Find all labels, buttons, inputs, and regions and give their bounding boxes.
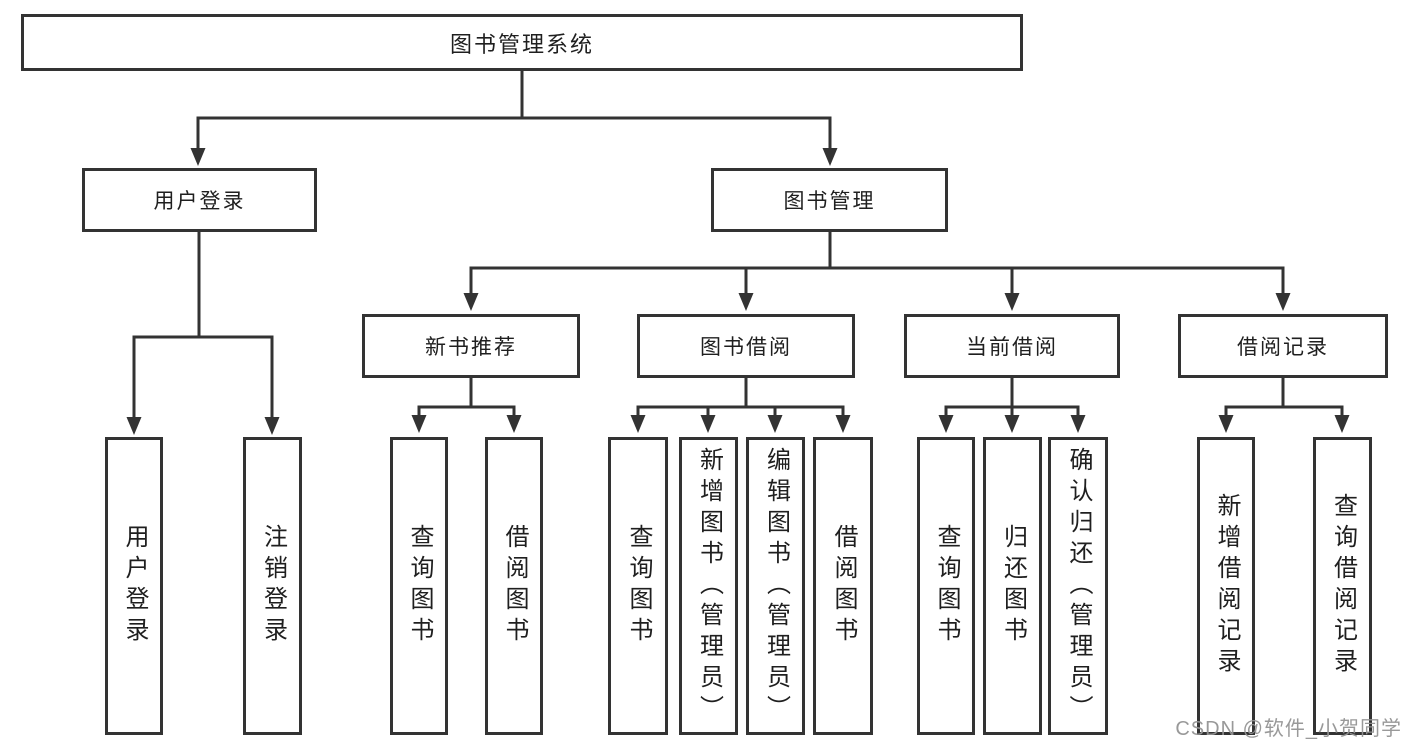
leaf-user-login-label: 用户登录 — [121, 524, 148, 648]
node-book-management-label: 图书管理 — [783, 190, 876, 213]
leaf-logout: 注销登录 — [243, 437, 302, 735]
edge-new-book-to-leaves — [411, 376, 522, 433]
leaf-borrow-book-recommend: 借阅图书 — [485, 437, 543, 735]
node-book-borrow: 图书借阅 — [637, 314, 855, 378]
edge-book-borrow-to-leaves — [630, 376, 851, 433]
node-new-book-recommend: 新书推荐 — [362, 314, 580, 378]
leaf-query-book-recommend: 查询图书 — [390, 437, 448, 735]
leaf-query-borrow-record-label: 查询借阅记录 — [1329, 493, 1357, 679]
leaf-query-book-current-label: 查询图书 — [933, 524, 960, 648]
edge-user-login-to-leaves — [126, 230, 280, 435]
edge-root-to-level2 — [190, 69, 838, 166]
leaf-query-book-borrow-label: 查询图书 — [625, 524, 652, 648]
node-current-borrow-label: 当前借阅 — [966, 336, 1058, 359]
leaf-confirm-return-admin-label: 确认归还（管理员） — [1065, 446, 1092, 726]
node-borrow-record-label: 借阅记录 — [1237, 336, 1329, 359]
leaf-user-login: 用户登录 — [105, 437, 163, 735]
edge-book-mgmt-to-level3 — [463, 230, 1291, 311]
leaf-borrow-book: 借阅图书 — [813, 437, 873, 735]
leaf-return-book: 归还图书 — [983, 437, 1042, 735]
node-current-borrow: 当前借阅 — [904, 314, 1120, 378]
leaf-logout-label: 注销登录 — [259, 524, 287, 648]
edge-borrow-record-to-leaves — [1218, 376, 1350, 433]
node-new-book-recommend-label: 新书推荐 — [425, 336, 517, 359]
edge-current-borrow-to-leaves — [938, 376, 1086, 433]
node-user-login-label: 用户登录 — [153, 190, 246, 213]
node-book-borrow-label: 图书借阅 — [700, 336, 792, 359]
node-borrow-record: 借阅记录 — [1178, 314, 1388, 378]
leaf-edit-book-admin-label: 编辑图书（管理员） — [762, 446, 790, 726]
leaf-query-book-recommend-label: 查询图书 — [406, 524, 433, 648]
leaf-add-book-admin: 新增图书（管理员） — [679, 437, 738, 735]
leaf-query-book-current: 查询图书 — [917, 437, 975, 735]
leaf-query-borrow-record: 查询借阅记录 — [1313, 437, 1372, 735]
leaf-return-book-label: 归还图书 — [999, 524, 1027, 648]
leaf-add-borrow-record: 新增借阅记录 — [1197, 437, 1255, 735]
leaf-edit-book-admin: 编辑图书（管理员） — [746, 437, 805, 735]
leaf-borrow-book-recommend-label: 借阅图书 — [501, 524, 528, 648]
leaf-add-borrow-record-label: 新增借阅记录 — [1213, 493, 1240, 679]
node-root: 图书管理系统 — [21, 14, 1023, 71]
node-root-label: 图书管理系统 — [449, 31, 594, 57]
node-book-management: 图书管理 — [711, 168, 948, 232]
leaf-query-book-borrow: 查询图书 — [608, 437, 668, 735]
leaf-confirm-return-admin: 确认归还（管理员） — [1048, 437, 1108, 735]
leaf-add-book-admin-label: 新增图书（管理员） — [695, 446, 723, 726]
node-user-login: 用户登录 — [82, 168, 317, 232]
leaf-borrow-book-label: 借阅图书 — [830, 524, 857, 648]
